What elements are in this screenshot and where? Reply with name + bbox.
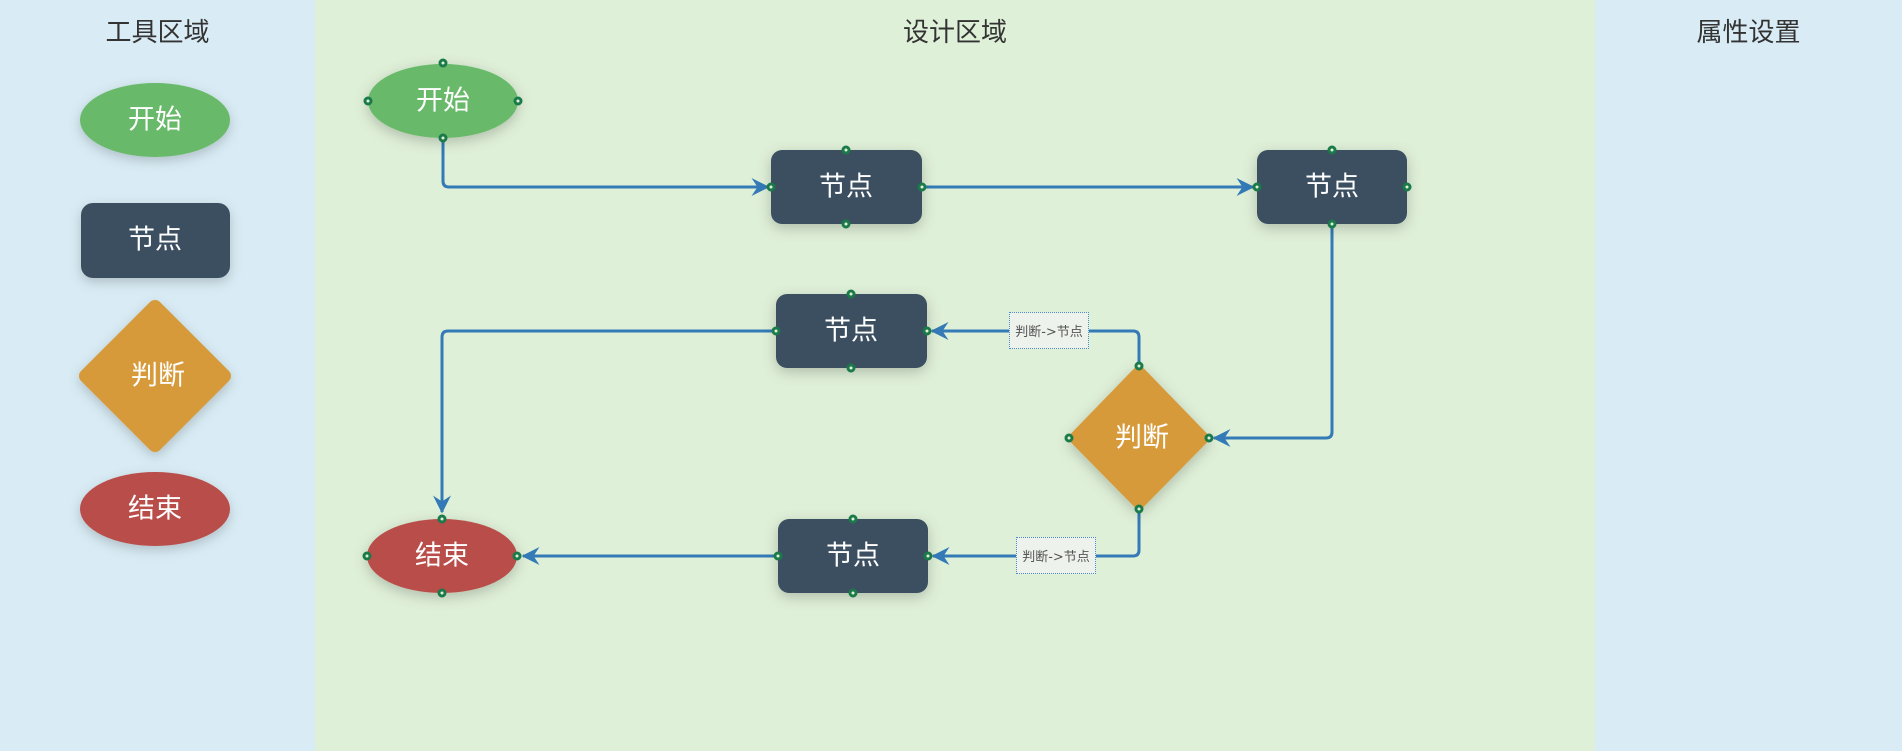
edge-label-decision-node4[interactable]: 判断->节点 xyxy=(1016,537,1096,574)
properties-panel: 属性设置 xyxy=(1595,0,1902,751)
tools-panel: 工具区域 开始 节点 判断 结束 xyxy=(0,0,315,751)
edge-label-decision-node3[interactable]: 判断->节点 xyxy=(1009,312,1089,349)
design-panel-title: 设计区域 xyxy=(902,18,1007,48)
design-panel: 设计区域 xyxy=(315,0,1595,751)
tool-decision[interactable]: 判断 xyxy=(79,300,231,452)
tool-node-label: 节点 xyxy=(128,225,182,256)
tool-end-label: 结束 xyxy=(128,494,182,525)
tool-node[interactable]: 节点 xyxy=(81,203,230,278)
tool-end[interactable]: 结束 xyxy=(80,472,230,546)
tools-panel-title: 工具区域 xyxy=(105,18,210,48)
tool-start-label: 开始 xyxy=(128,105,182,136)
tool-start[interactable]: 开始 xyxy=(80,83,230,157)
tool-decision-label: 判断 xyxy=(131,361,185,392)
toolbox-shapes: 开始 节点 判断 结束 xyxy=(79,83,231,546)
properties-panel-title: 属性设置 xyxy=(1696,18,1801,48)
